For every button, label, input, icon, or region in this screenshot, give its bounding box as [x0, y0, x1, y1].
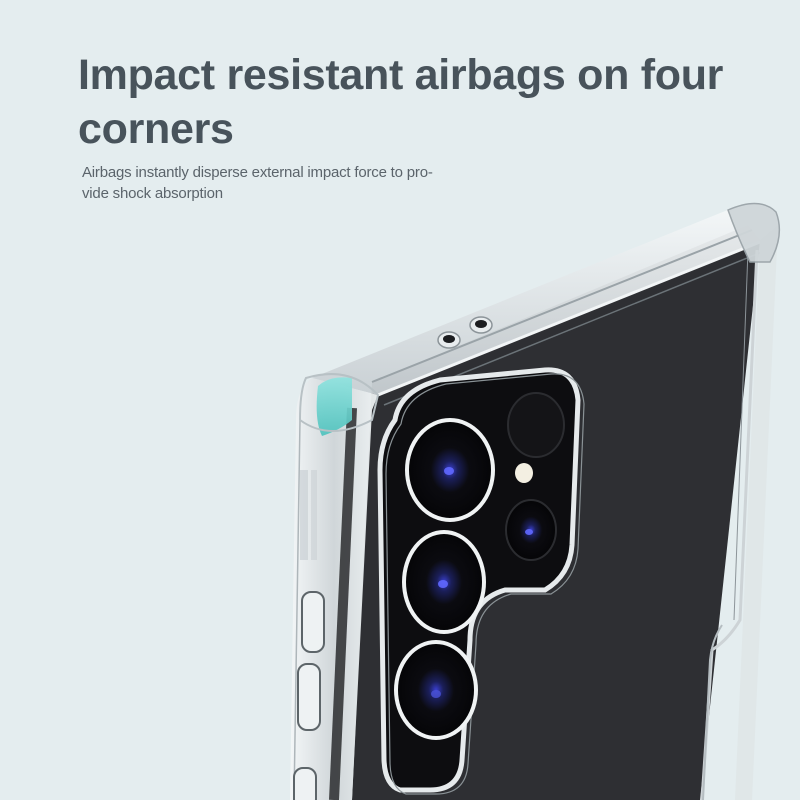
- case-top-edge: [312, 203, 778, 406]
- subtext-line-2: vide shock absorption: [82, 185, 223, 202]
- speaker-holes: [437, 316, 493, 349]
- flash-icon: [515, 463, 533, 483]
- case-side-branding: [300, 470, 317, 560]
- headline-line-2: corners: [78, 105, 234, 153]
- secondary-lens: [505, 499, 557, 561]
- case-inner-contour: [702, 624, 723, 800]
- sensor-lens: [507, 392, 565, 458]
- subtext-line-1: Airbags instantly disperse external impa…: [82, 164, 433, 181]
- camera-lenses: [394, 392, 565, 740]
- subtext: Airbags instantly disperse external impa…: [82, 162, 482, 204]
- corner-airbag-accent: [298, 373, 380, 436]
- headline-line-1: Impact resistant airbags on four: [78, 51, 724, 99]
- side-buttons: [293, 591, 325, 800]
- main-lens-1: [405, 418, 495, 522]
- main-lens-2: [402, 530, 486, 634]
- headline: Impact resistant airbags on four corners: [78, 48, 778, 156]
- main-lens-3: [394, 640, 478, 740]
